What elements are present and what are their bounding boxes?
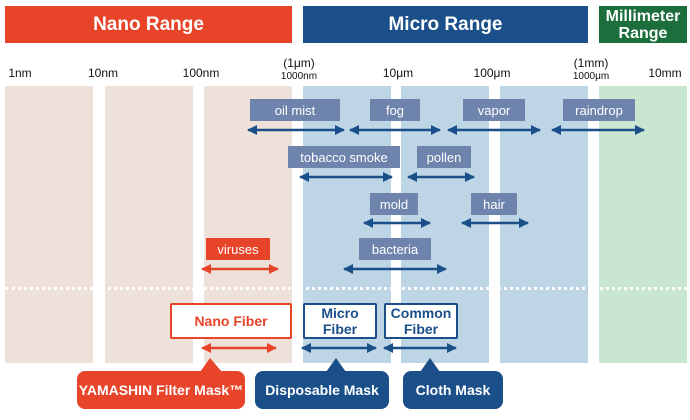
tag-tobacco-smoke: tobacco smoke	[288, 146, 400, 168]
scale-1000um-label: 1000μm	[572, 71, 610, 82]
tag-viruses: viruses	[206, 238, 270, 260]
scale-1000nm-label: 1000nm	[280, 71, 318, 82]
micro-range-header: Micro Range	[303, 6, 588, 43]
tag-bacteria: bacteria	[359, 238, 431, 260]
micro-fiber-label-line1: Micro	[321, 305, 359, 321]
scale-1um: (1μm) 1000nm	[281, 56, 317, 84]
common-fiber-label-line2: Fiber	[403, 321, 439, 337]
micro-range-label: Micro Range	[388, 13, 503, 35]
millimeter-range-label-line1: Millimeter	[605, 7, 681, 25]
dotted-separator	[5, 287, 687, 290]
disposable-mask-label: Disposable Mask	[265, 382, 379, 398]
callout-yamashin-filter-mask: YAMASHIN Filter Mask™	[77, 371, 245, 409]
tag-fog: fog	[370, 99, 420, 121]
callout-pointer-yamashin	[200, 358, 222, 372]
cloth-mask-label: Cloth Mask	[415, 382, 491, 398]
nano-range-label: Nano Range	[93, 13, 204, 35]
scale-1mm-label: (1mm)	[573, 56, 609, 70]
scale-1um-label: (1μm)	[283, 56, 315, 70]
tag-oil-mist: oil mist	[250, 99, 340, 121]
tag-hair: hair	[471, 193, 517, 215]
micro-fiber-box: Micro Fiber	[303, 303, 377, 339]
micro-fiber-label-line2: Fiber	[322, 321, 358, 337]
scale-1mm: (1mm) 1000μm	[573, 56, 609, 84]
scale-10mm: 10mm	[648, 66, 682, 80]
scale-10um: 10μm	[382, 66, 414, 80]
scale-100um: 100μm	[473, 66, 511, 80]
callout-pointer-cloth	[420, 358, 440, 372]
scale-1nm: 1nm	[8, 66, 32, 80]
millimeter-range-label-line2: Range	[618, 24, 668, 42]
scale-10nm: 10nm	[87, 66, 119, 80]
column-1nm-10nm	[5, 86, 93, 363]
tag-vapor: vapor	[463, 99, 525, 121]
nano-range-header: Nano Range	[5, 6, 292, 43]
callout-cloth-mask: Cloth Mask	[403, 371, 503, 409]
tag-raindrop: raindrop	[563, 99, 635, 121]
tag-mold: mold	[370, 193, 418, 215]
callout-pointer-disposable	[326, 358, 346, 372]
scale-100nm: 100nm	[182, 66, 220, 80]
nano-fiber-label: Nano Fiber	[194, 313, 268, 329]
callout-disposable-mask: Disposable Mask	[255, 371, 389, 409]
common-fiber-box: Common Fiber	[384, 303, 458, 339]
nano-fiber-box: Nano Fiber	[170, 303, 292, 339]
yamashin-filter-mask-label: YAMASHIN Filter Mask™	[78, 382, 244, 398]
millimeter-range-header: Millimeter Range	[599, 6, 687, 43]
common-fiber-label-line1: Common	[390, 305, 452, 321]
tag-pollen: pollen	[417, 146, 471, 168]
